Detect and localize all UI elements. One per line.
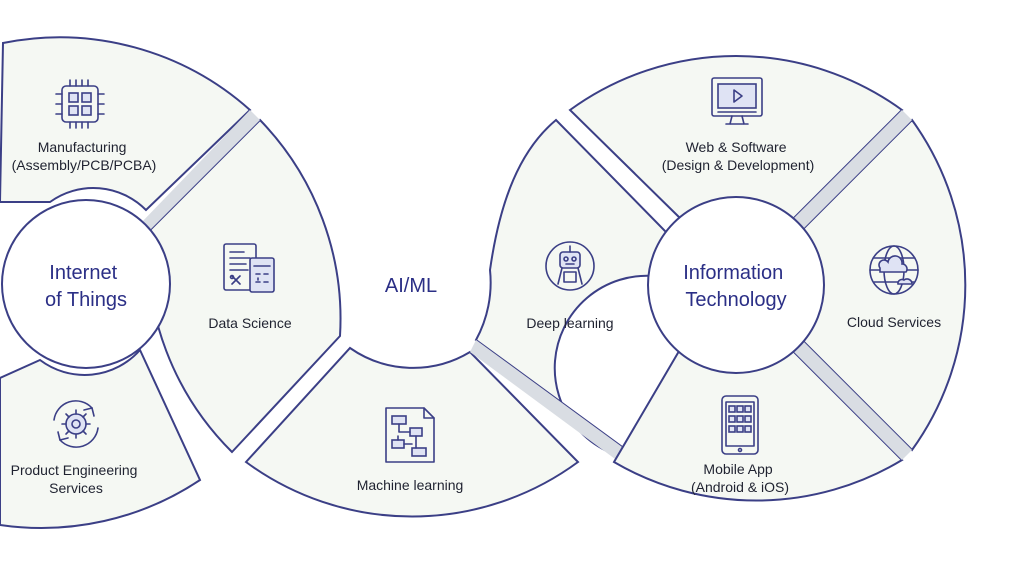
gear-cycle-icon xyxy=(53,400,99,448)
hub-label-it: Information Technology xyxy=(683,262,789,311)
label-cloud-services: Cloud Services xyxy=(847,314,941,330)
hub-label-iot: Internet of Things xyxy=(45,262,127,311)
separator xyxy=(792,340,912,460)
separator xyxy=(470,340,640,470)
chip-icon xyxy=(55,79,105,129)
globe-cloud-icon xyxy=(869,245,919,295)
label-deep-learning: Deep learning xyxy=(526,315,613,331)
hub-information-technology[interactable] xyxy=(647,196,825,374)
flowchart-document-icon xyxy=(385,407,435,463)
robot-icon xyxy=(545,241,595,291)
separator xyxy=(140,110,260,232)
segment-manufacturing[interactable] xyxy=(0,36,252,212)
label-machine-learning: Machine learning xyxy=(357,477,464,493)
smartphone-apps-icon xyxy=(721,395,759,455)
label-mobile-app: Mobile App (Android & iOS) xyxy=(691,461,789,495)
hub-label-aiml: AI/ML xyxy=(385,275,437,297)
separator xyxy=(792,110,912,230)
calculator-report-icon xyxy=(223,243,275,293)
label-manufacturing: Manufacturing (Assembly/PCB/PCBA) xyxy=(12,139,157,173)
label-product-engineering: Product Engineering Services xyxy=(11,462,142,496)
hub-iot[interactable] xyxy=(1,199,171,369)
label-data-science: Data Science xyxy=(208,315,291,331)
label-web-software: Web & Software (Design & Development) xyxy=(662,139,815,173)
iot-ring xyxy=(0,36,342,530)
segment-product-engineering[interactable] xyxy=(0,348,202,530)
monitor-video-icon xyxy=(711,77,763,125)
